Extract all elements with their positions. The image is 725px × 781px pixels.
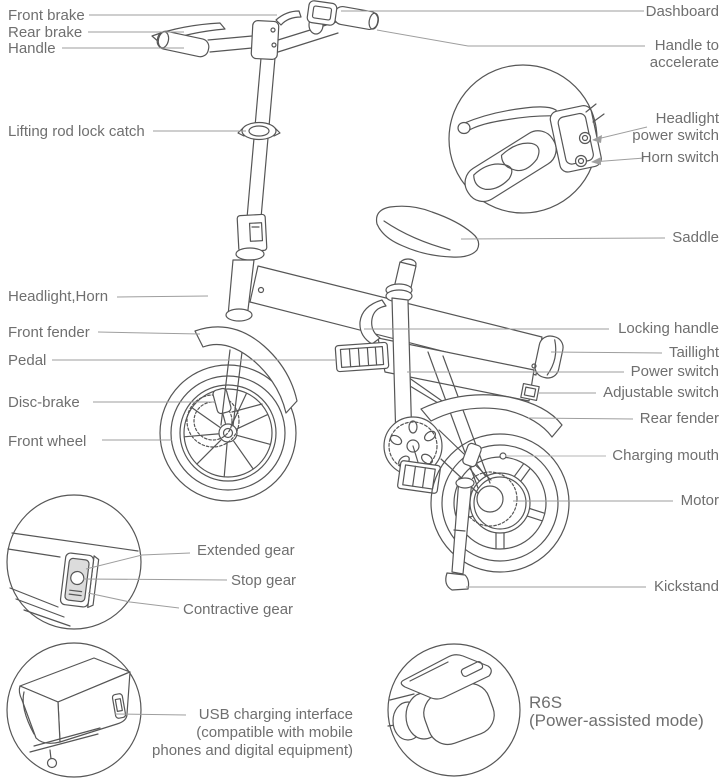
label-lifting-rod-lock-catch: Lifting rod lock catch bbox=[8, 123, 145, 140]
handlebar-drawing bbox=[151, 0, 379, 60]
inset-usb-circle bbox=[6, 642, 142, 778]
label-stop-gear: Stop gear bbox=[231, 572, 297, 589]
label-handle-to-accelerate: Handle to accelerate bbox=[650, 37, 719, 71]
label-horn-switch: Horn switch bbox=[640, 149, 719, 166]
label-headlight-horn: Headlight,Horn bbox=[8, 288, 109, 305]
leader-lines bbox=[52, 10, 673, 716]
label-adjustable-switch: Adjustable switch bbox=[603, 384, 719, 401]
front-wheel-drawing bbox=[159, 364, 297, 502]
saddle-drawing bbox=[375, 205, 480, 303]
label-headlight-power-switch-line1: Headlight bbox=[655, 110, 719, 127]
label-extended-gear: Extended gear bbox=[197, 542, 295, 559]
rear-wheel-drawing bbox=[430, 433, 570, 573]
label-rear-brake: Rear brake bbox=[8, 24, 83, 41]
label-handle-to-accelerate-line1: Handle to bbox=[654, 37, 719, 54]
label-front-wheel: Front wheel bbox=[8, 433, 87, 450]
crank-drawing bbox=[383, 416, 494, 508]
label-taillight: Taillight bbox=[668, 344, 719, 361]
label-front-brake: Front brake bbox=[8, 7, 85, 24]
seat-tube-drawing bbox=[334, 297, 413, 445]
label-rear-fender: Rear fender bbox=[639, 410, 719, 427]
label-handle: Handle bbox=[8, 40, 56, 57]
front-fender-drawing bbox=[194, 326, 298, 414]
bike-illustration bbox=[6, 0, 605, 778]
label-dashboard: Dashboard bbox=[645, 3, 719, 20]
label-pedal: Pedal bbox=[8, 352, 47, 369]
label-handle-to-accelerate-line2: accelerate bbox=[649, 54, 719, 71]
label-headlight-power-switch-line2: power switch bbox=[632, 127, 719, 144]
label-power-switch: Power switch bbox=[630, 363, 719, 380]
kickstand-drawing bbox=[445, 477, 475, 591]
inset-handle-circle bbox=[448, 64, 605, 214]
label-usb-charging-line1: USB charging interface bbox=[198, 706, 353, 723]
label-kickstand: Kickstand bbox=[653, 578, 719, 595]
label-usb-charging-line3: phones and digital equipment) bbox=[152, 742, 353, 759]
label-usb-charging: USB charging interface (compatible with … bbox=[152, 706, 353, 760]
label-contractive-gear: Contractive gear bbox=[183, 601, 294, 618]
label-locking-handle: Locking handle bbox=[618, 320, 719, 337]
label-usb-charging-line2: (compatible with mobile bbox=[196, 724, 353, 741]
inset-pedal-circle bbox=[387, 643, 521, 777]
label-motor: Motor bbox=[680, 492, 719, 509]
label-disc-brake: Disc-brake bbox=[8, 394, 80, 411]
rear-fender-drawing bbox=[420, 394, 563, 438]
label-headlight-power-switch: Headlight power switch bbox=[632, 110, 719, 144]
label-front-fender: Front fender bbox=[8, 324, 90, 341]
label-saddle: Saddle bbox=[672, 229, 719, 246]
label-r6s-mode: (Power-assisted mode) bbox=[529, 711, 704, 730]
label-charging-mouth: Charging mouth bbox=[612, 447, 719, 464]
inset-gear-circle bbox=[6, 494, 142, 630]
label-r6s-model: R6S bbox=[529, 693, 563, 712]
label-r6s: R6S (Power-assisted mode) bbox=[529, 694, 704, 730]
